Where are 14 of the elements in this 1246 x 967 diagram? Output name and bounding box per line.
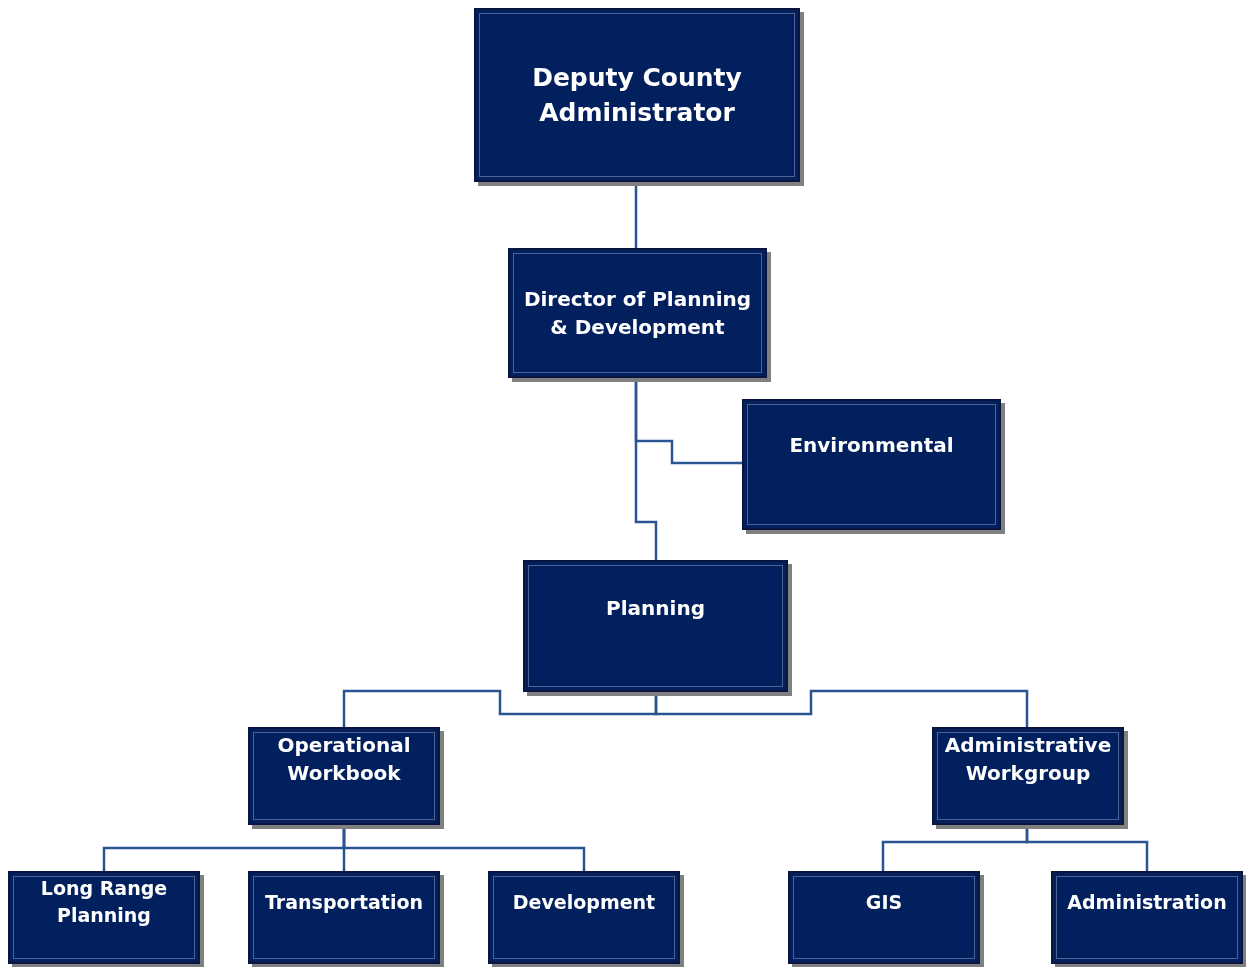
box-title: Administration	[1067, 890, 1227, 915]
box-title: Operational Workbook	[276, 732, 412, 787]
box-title: Director of Planning & Development	[522, 286, 753, 341]
box-title: Deputy County Administrator	[531, 62, 743, 129]
box-title: Environmental	[789, 432, 954, 459]
box-title: Planning	[606, 595, 705, 622]
box-title: Development	[512, 890, 656, 915]
box-title: Transportation	[265, 890, 423, 915]
org-box	[1051, 871, 1243, 964]
connector-line	[342, 689, 658, 727]
box-title: Long Range Planning	[39, 876, 169, 928]
connector-line	[654, 689, 1029, 727]
box-title: Administrative Workgroup	[943, 732, 1113, 787]
box-title: GIS	[865, 890, 903, 915]
